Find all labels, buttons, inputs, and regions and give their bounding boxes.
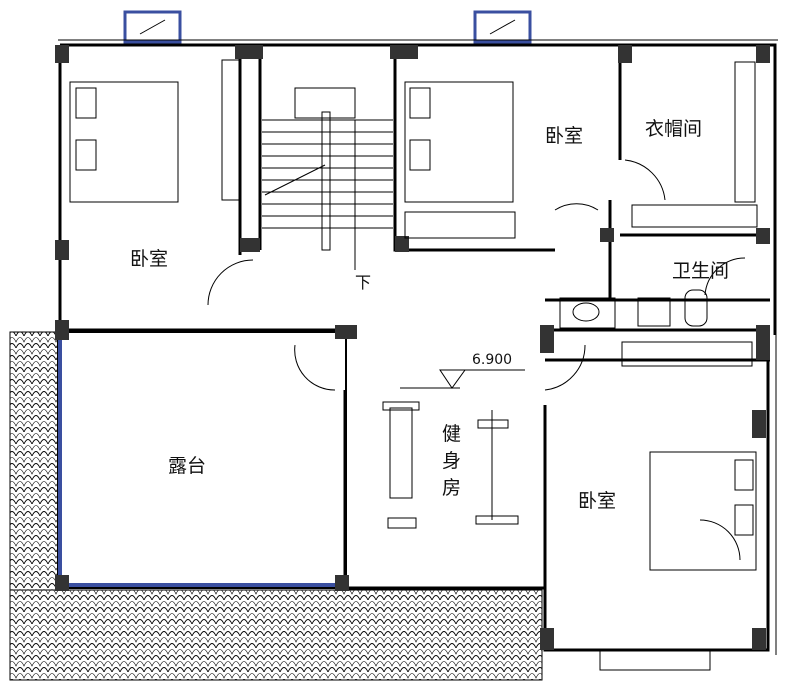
room-label-bedroom-bottom-right: 卧室 (578, 490, 616, 512)
bathroom-fixtures (559, 289, 708, 329)
room-label-bedroom-top-middle: 卧室 (545, 125, 583, 147)
wardrobe (221, 59, 758, 367)
room-label-gym-2: 身 (442, 450, 461, 472)
room-label-bedroom-top-left: 卧室 (130, 248, 168, 270)
room-label-bathroom: 卫生间 (672, 260, 729, 282)
bed (69, 81, 757, 571)
stair-direction-label: 下 (355, 273, 371, 292)
staircase (262, 87, 393, 270)
columns (55, 45, 770, 650)
door-swing (207, 159, 746, 561)
room-label-gym-1: 健 (442, 423, 461, 445)
bay-window (599, 649, 711, 671)
roof-tiles (9, 331, 543, 681)
room-label-terrace: 露台 (168, 455, 206, 477)
roof-window (123, 10, 532, 44)
elevation-label: 6.900 (472, 352, 512, 368)
gym-equipment (382, 401, 519, 529)
elevation-marker: 6.900 (400, 352, 525, 389)
room-label-gym-3: 房 (442, 477, 461, 499)
room-label-closet: 衣帽间 (645, 118, 702, 140)
